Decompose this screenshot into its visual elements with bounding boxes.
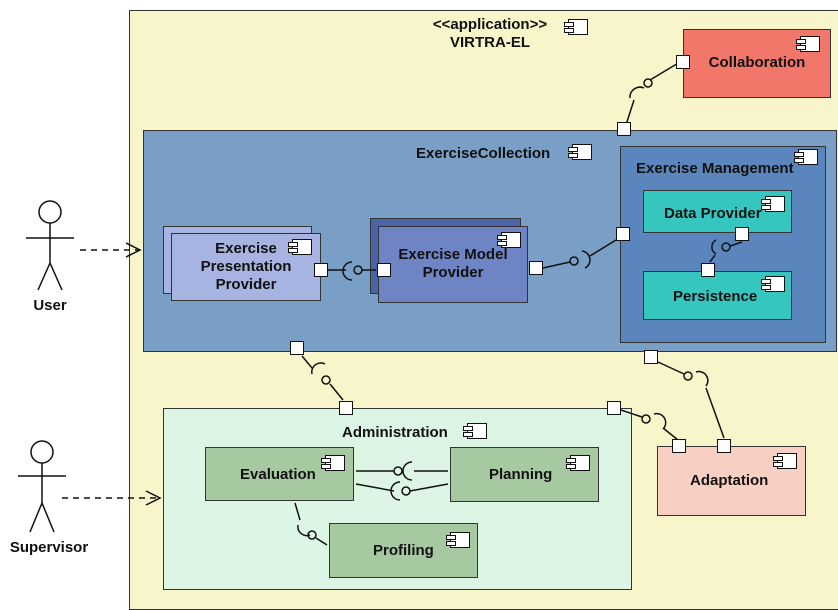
lollipop [569,256,579,266]
exercise-model-provider-component[interactable] [378,226,528,303]
persistence-port [701,263,715,277]
socket [342,261,353,281]
model-port-right [529,261,543,275]
connector-collection-admin [329,383,344,401]
collaboration-port [676,55,690,69]
exercise-management-label: Exercise Management [636,160,794,177]
socket [629,86,645,99]
socket [390,481,401,501]
connector-data-persistence [709,254,716,263]
connector-eval-profiling [294,502,301,521]
component-icon [773,453,797,469]
exercise-presentation-provider-label-1: Exercise [215,240,277,257]
adaptation-port-left [672,439,686,453]
user-label: User [33,297,67,314]
connector-eval-profiling [315,537,328,546]
lollipop [683,371,693,381]
connector-eval-planning [355,483,395,492]
component-icon [564,19,588,35]
component-icon [761,196,785,212]
lollipop [643,78,653,88]
lollipop [307,530,317,540]
connector-model-management [589,239,617,257]
user-dependency-arrowhead [125,242,142,258]
collaboration-label: Collaboration [708,54,806,71]
exercise-model-provider-label-2: Provider [422,264,484,281]
adaptation-port-right [717,439,731,453]
connector-collab-collection [649,61,681,81]
application-name: VIRTRA-EL [450,34,530,51]
management-port [616,227,630,241]
lollipop [641,414,651,424]
lollipop [393,466,403,476]
data-provider-label: Data Provider [664,205,762,222]
socket [653,412,667,430]
application-stereotype: <<application>> [432,16,548,33]
persistence-label: Persistence [673,288,758,305]
supervisor-label: Supervisor [9,539,89,556]
component-icon [796,36,820,52]
data-provider-port [735,227,749,241]
evaluation-label: Evaluation [240,466,316,483]
administration-port-right [607,401,621,415]
collection-port-bottom-left [290,341,304,355]
component-icon [794,149,818,165]
connector-collection-admin [301,355,313,369]
component-icon [497,232,521,248]
supervisor-dependency-arrowhead [145,490,162,506]
connector-admin-adaptation [620,409,643,418]
component-icon [446,532,470,548]
connector-eval-planning [409,483,449,492]
socket [402,461,413,481]
exercise-collection-label: ExerciseCollection [416,145,551,162]
administration-port-top [339,401,353,415]
socket [581,250,591,269]
administration-label: Administration [342,424,448,441]
component-icon [568,144,592,160]
component-icon [761,276,785,292]
model-port-left [377,263,391,277]
collection-port-top [617,122,631,136]
connector-collection-adaptation [705,387,725,439]
component-icon [566,455,590,471]
presentation-port [314,263,328,277]
component-icon [463,423,487,439]
lollipop [401,486,411,496]
lollipop [721,242,731,252]
exercise-presentation-provider-label-2: Presentation [200,258,292,275]
exercise-model-provider-label-1: Exercise Model [398,246,508,263]
lollipop [353,265,363,275]
user-actor [26,200,74,291]
component-icon [321,455,345,471]
collection-port-bottom-right [644,350,658,364]
profiling-label: Profiling [373,542,434,559]
socket [695,370,709,387]
connector-data-persistence [729,241,743,247]
connector-collection-adaptation [657,361,685,375]
connector-admin-adaptation [662,427,679,441]
socket [711,239,717,255]
component-icon [288,239,312,255]
socket [311,362,326,375]
planning-label: Planning [489,466,553,483]
lollipop [321,375,331,385]
supervisor-actor [18,440,66,533]
adaptation-label: Adaptation [690,472,769,489]
connector-model-management [542,261,571,269]
exercise-presentation-provider-label-3: Provider [215,276,277,293]
